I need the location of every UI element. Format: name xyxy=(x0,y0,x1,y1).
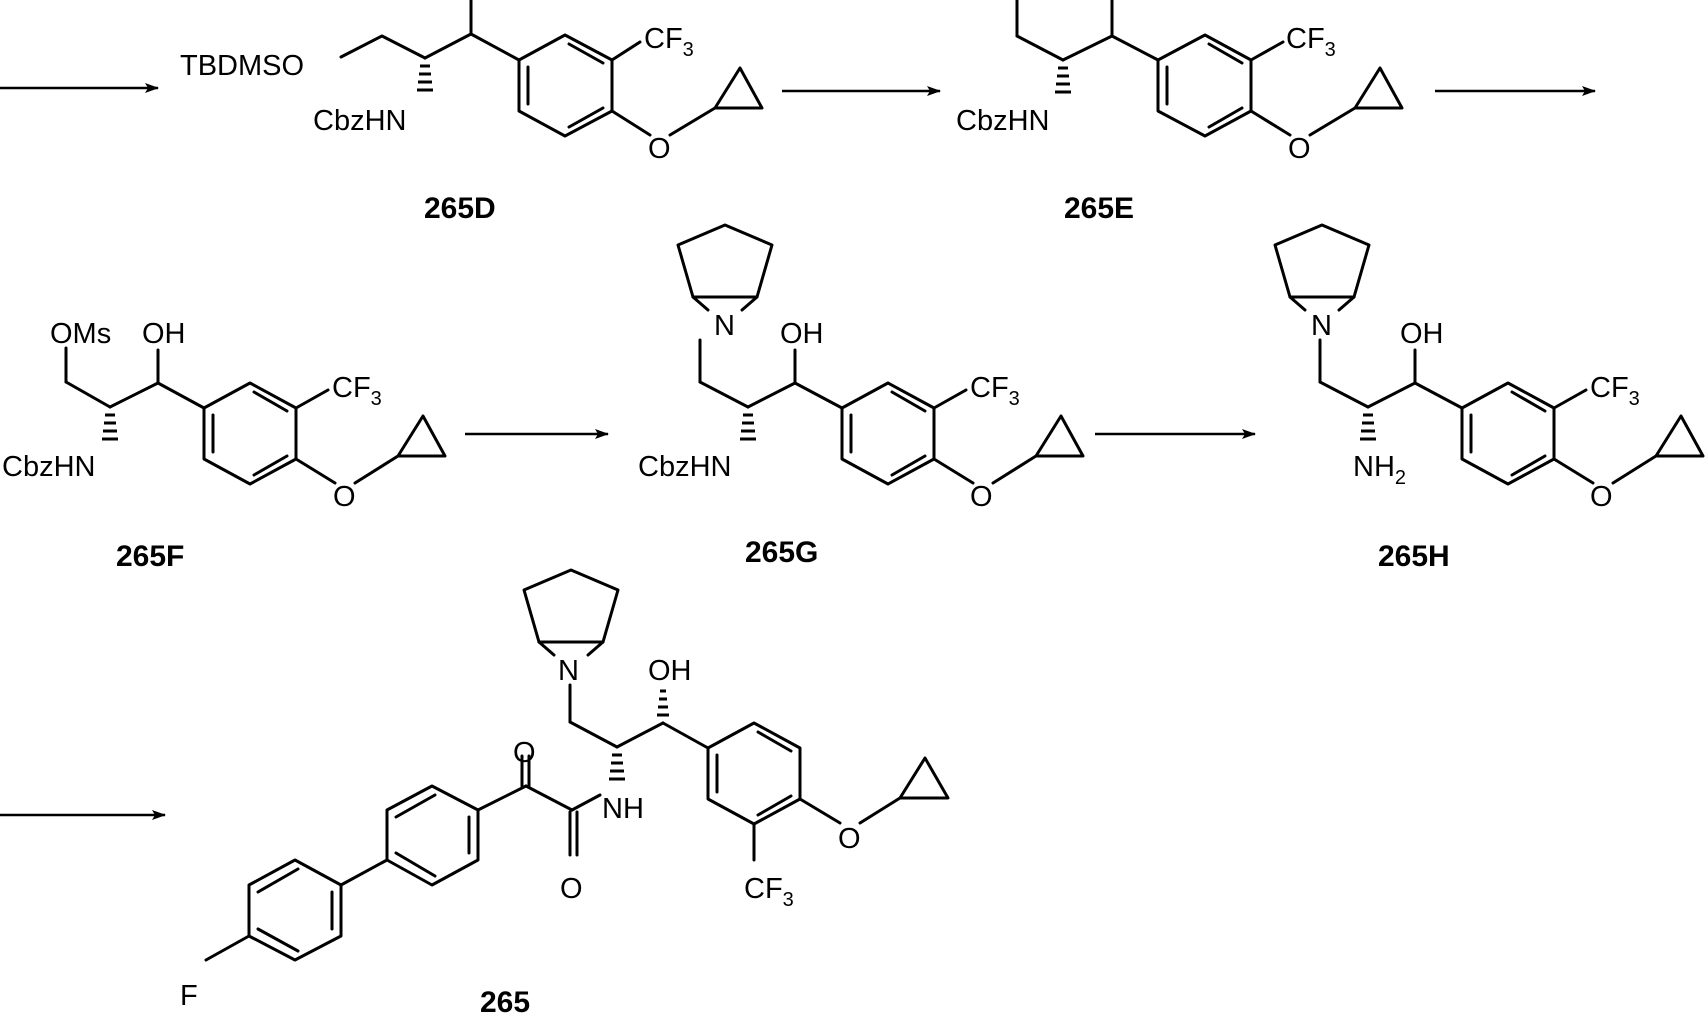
cf3-group: CF3 xyxy=(644,23,694,61)
ether-oxygen: O xyxy=(1590,481,1613,513)
keto-oxygen: O xyxy=(513,737,536,769)
cf3-group: CF3 xyxy=(744,873,794,911)
compound-265: N OH NH O O O CF3 F 265 xyxy=(180,570,948,1017)
pyrrolidine-nitrogen: N xyxy=(714,310,735,342)
amide-oxygen: O xyxy=(560,873,583,905)
oms-group: OMs xyxy=(50,318,111,350)
cf3-group: CF3 xyxy=(332,372,382,410)
hydroxyl-group: OH xyxy=(142,318,186,350)
ether-oxygen: O xyxy=(648,133,671,165)
cf3-group: CF3 xyxy=(970,372,1020,410)
compound-265F: OMs OH CbzHN CF3 O 265F xyxy=(2,318,445,573)
ether-oxygen: O xyxy=(333,481,356,513)
hydroxyl-group: OH xyxy=(1400,318,1444,350)
hydroxyl-group: OH xyxy=(780,318,824,350)
pyrrolidine-nitrogen: N xyxy=(1311,310,1332,342)
fluorine-atom: F xyxy=(180,980,198,1012)
compound-label: 265H xyxy=(1378,540,1450,573)
compound-label: 265G xyxy=(745,536,818,569)
amine-group: NH2 xyxy=(1353,451,1406,489)
hydroxyl-group: OH xyxy=(648,655,692,687)
cbz-nh-group: CbzHN xyxy=(313,105,406,137)
compound-label: 265 xyxy=(480,986,530,1017)
cf3-group: CF3 xyxy=(1590,372,1640,410)
ether-oxygen: O xyxy=(838,823,861,855)
ether-oxygen: O xyxy=(970,481,993,513)
compound-label: 265E xyxy=(1064,192,1134,225)
amide-nh-group: NH xyxy=(602,793,644,825)
compound-label: 265F xyxy=(116,540,184,573)
cbz-nh-group: CbzHN xyxy=(2,451,95,483)
pyrrolidine-nitrogen: N xyxy=(558,655,579,687)
cf3-group: CF3 xyxy=(1286,23,1336,61)
ether-oxygen: O xyxy=(1288,133,1311,165)
compound-265E: CbzHN CF3 O 265E xyxy=(956,0,1402,225)
cbz-nh-group: CbzHN xyxy=(956,105,1049,137)
compound-265D: TBDMSO CbzHN CF3 O 265D xyxy=(180,0,762,225)
compound-label: 265D xyxy=(424,192,496,225)
cbz-nh-group: CbzHN xyxy=(638,451,731,483)
compound-265H: N OH NH2 CF3 O 265H xyxy=(1275,225,1703,573)
compound-265G: N OH CbzHN CF3 O 265G xyxy=(638,225,1083,569)
tbdms-o-group: TBDMSO xyxy=(180,50,304,82)
